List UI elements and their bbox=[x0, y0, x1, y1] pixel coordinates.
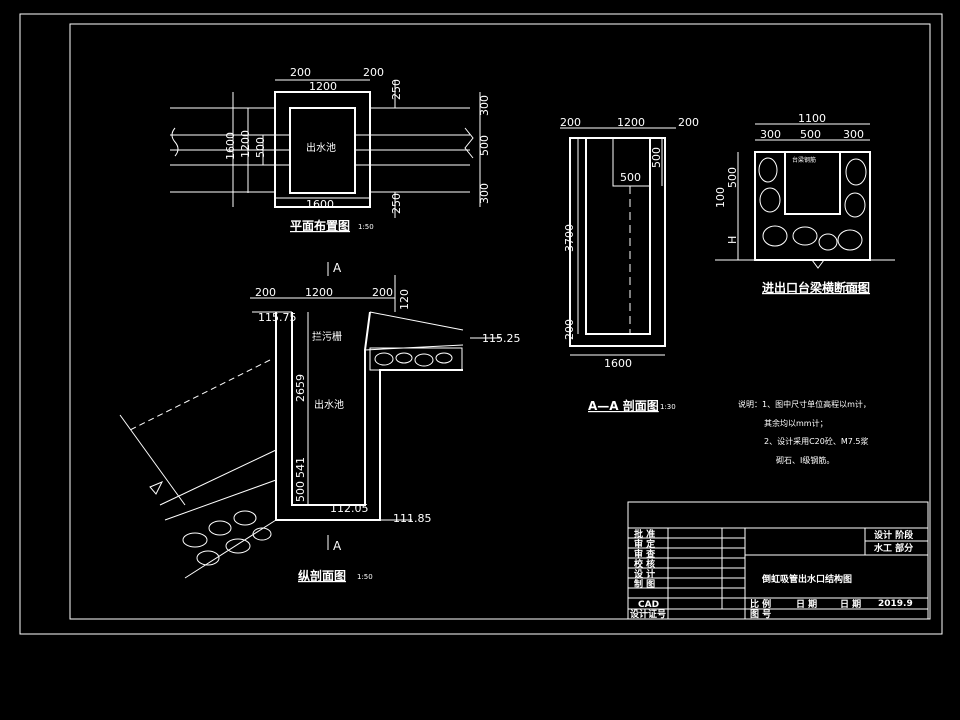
inlet-dim-height-h: H bbox=[726, 236, 739, 244]
plan-tank-label: 出水池 bbox=[306, 141, 336, 154]
tb-scale-label: 比 例 bbox=[750, 598, 771, 610]
section-dim-height-main: 2659 bbox=[294, 374, 307, 402]
section-view-title: 纵剖面图 bbox=[298, 568, 346, 583]
aa-dim-height: 3700 bbox=[563, 224, 576, 252]
tb-row-approve: 批 准 bbox=[634, 528, 655, 540]
tb-row-review: 审 定 bbox=[634, 538, 656, 550]
section-elev-outer-bottom: 111.85 bbox=[393, 512, 432, 525]
section-mark-top: A bbox=[333, 261, 342, 275]
aa-view-scale: 1:30 bbox=[660, 403, 676, 411]
plan-dim-right-mid: 500 bbox=[478, 135, 491, 156]
inlet-dim-left: 300 bbox=[760, 128, 781, 141]
notes-line-3: 2、设计采用C20砼、M7.5浆 bbox=[764, 436, 868, 446]
section-view-scale: 1:50 bbox=[357, 573, 373, 581]
tb-row-cad: CAD bbox=[638, 600, 659, 610]
plan-dim-top-mid: 1200 bbox=[309, 80, 337, 93]
aa-view: 200 1200 200 500 500 3700 200 1600 A—A 剖… bbox=[560, 116, 699, 413]
section-rubble-base bbox=[182, 510, 272, 566]
inlet-dim-total: 1100 bbox=[798, 112, 826, 125]
aa-view-title: A—A 剖面图 bbox=[588, 398, 659, 413]
tb-drawing-title: 倒虹吸管出水口结构图 bbox=[761, 573, 852, 585]
section-dim-top-right: 200 bbox=[372, 286, 393, 299]
section-dim-top-left: 200 bbox=[255, 286, 276, 299]
plan-dim-left-pipe: 500 bbox=[254, 137, 267, 158]
plan-dim-right-bottom: 300 bbox=[478, 183, 491, 204]
section-dim-height-low: 541 bbox=[294, 457, 307, 478]
tb-row-check: 审 查 bbox=[634, 548, 656, 560]
section-dim-top-side: 120 bbox=[398, 289, 411, 310]
section-elev-top-right: 115.25 bbox=[482, 332, 521, 345]
inlet-dim-height-500: 500 bbox=[726, 167, 739, 188]
plan-view-title: 平面布置图 bbox=[290, 218, 350, 233]
section-screen-label: 拦污栅 bbox=[312, 330, 342, 343]
plan-dim-top-right: 200 bbox=[363, 66, 384, 79]
plan-view-scale: 1:50 bbox=[358, 223, 374, 231]
plan-dim-top-side: 250 bbox=[390, 79, 403, 100]
plan-dim-left-inner: 1200 bbox=[239, 130, 252, 158]
section-dim-top-mid: 1200 bbox=[305, 286, 333, 299]
tb-row-cert: 设计证号 bbox=[630, 608, 666, 620]
inlet-dim-right: 300 bbox=[843, 128, 864, 141]
section-elev-inner-bottom: 112.05 bbox=[330, 502, 369, 515]
aa-dim-top-right: 200 bbox=[678, 116, 699, 129]
section-dim-height-bottom: 500 bbox=[294, 481, 307, 502]
section-elev-top-left: 115.75 bbox=[258, 311, 297, 324]
plan-dim-right-top: 300 bbox=[478, 95, 491, 116]
inlet-dim-height-100: 100 bbox=[714, 187, 727, 208]
inlet-rubble bbox=[758, 157, 867, 251]
tb-design-stage: 设计 阶段 bbox=[874, 529, 914, 541]
plan-dim-bottom: 1600 bbox=[306, 198, 334, 211]
section-view: A A 拦污栅 出水池 bbox=[119, 261, 521, 583]
plan-dim-left-outer: 1600 bbox=[224, 132, 237, 160]
tb-number-label: 图 号 bbox=[750, 609, 771, 620]
section-rubble-top bbox=[369, 347, 463, 371]
plan-dim-bottom-side: 250 bbox=[390, 193, 403, 214]
inlet-dim-mid: 500 bbox=[800, 128, 821, 141]
inlet-view-title: 进出口台梁横断面图 bbox=[762, 280, 870, 295]
tb-hydraulic-part: 水工 部分 bbox=[874, 542, 913, 554]
tb-date-label-2: 日 期 bbox=[840, 598, 861, 610]
aa-dim-bottom-w: 1600 bbox=[604, 357, 632, 370]
inlet-view-scale: 1:25 bbox=[844, 284, 862, 293]
section-mark-bottom: A bbox=[333, 539, 342, 553]
inlet-view: 台梁钢筋 1100 300 500 300 500 100 H 进出口台梁横断面… bbox=[714, 112, 895, 295]
aa-dim-notch-w: 500 bbox=[620, 171, 641, 184]
tb-date-value: 2019.9 bbox=[878, 599, 913, 609]
notes-block: 说明：1、图中尺寸单位高程以m计， 其余均以mm计； 2、设计采用C20砼、M7… bbox=[738, 399, 871, 465]
inner-drawing-frame bbox=[69, 23, 931, 620]
outer-sheet-border bbox=[19, 13, 943, 635]
title-block: 批 准 审 定 审 查 校 核 设 计 制 图 CAD 设计证号 设计 阶段 水… bbox=[627, 501, 929, 620]
tb-date-label: 日 期 bbox=[796, 598, 817, 610]
aa-dim-top-mid: 1200 bbox=[617, 116, 645, 129]
plan-dim-top-left: 200 bbox=[290, 66, 311, 79]
aa-dim-top-left: 200 bbox=[560, 116, 581, 129]
section-tank-label: 出水池 bbox=[314, 398, 344, 411]
plan-view: 出水池 200 1200 200 1600 1600 1200 500 300 … bbox=[170, 66, 491, 233]
notes-line-2: 其余均以mm计； bbox=[764, 418, 828, 428]
notes-line-4: 砌石、Ⅰ级钢筋。 bbox=[776, 455, 834, 465]
notes-line-1: 说明：1、图中尺寸单位高程以m计， bbox=[738, 399, 871, 409]
aa-dim-notch-h: 500 bbox=[650, 147, 663, 168]
inlet-inner-label: 台梁钢筋 bbox=[792, 156, 816, 164]
tb-row-verify: 校 核 bbox=[634, 558, 655, 570]
tb-row-design: 设 计 bbox=[634, 568, 655, 580]
tb-row-draw: 制 图 bbox=[634, 578, 655, 590]
aa-dim-bottom-h: 200 bbox=[563, 319, 576, 340]
